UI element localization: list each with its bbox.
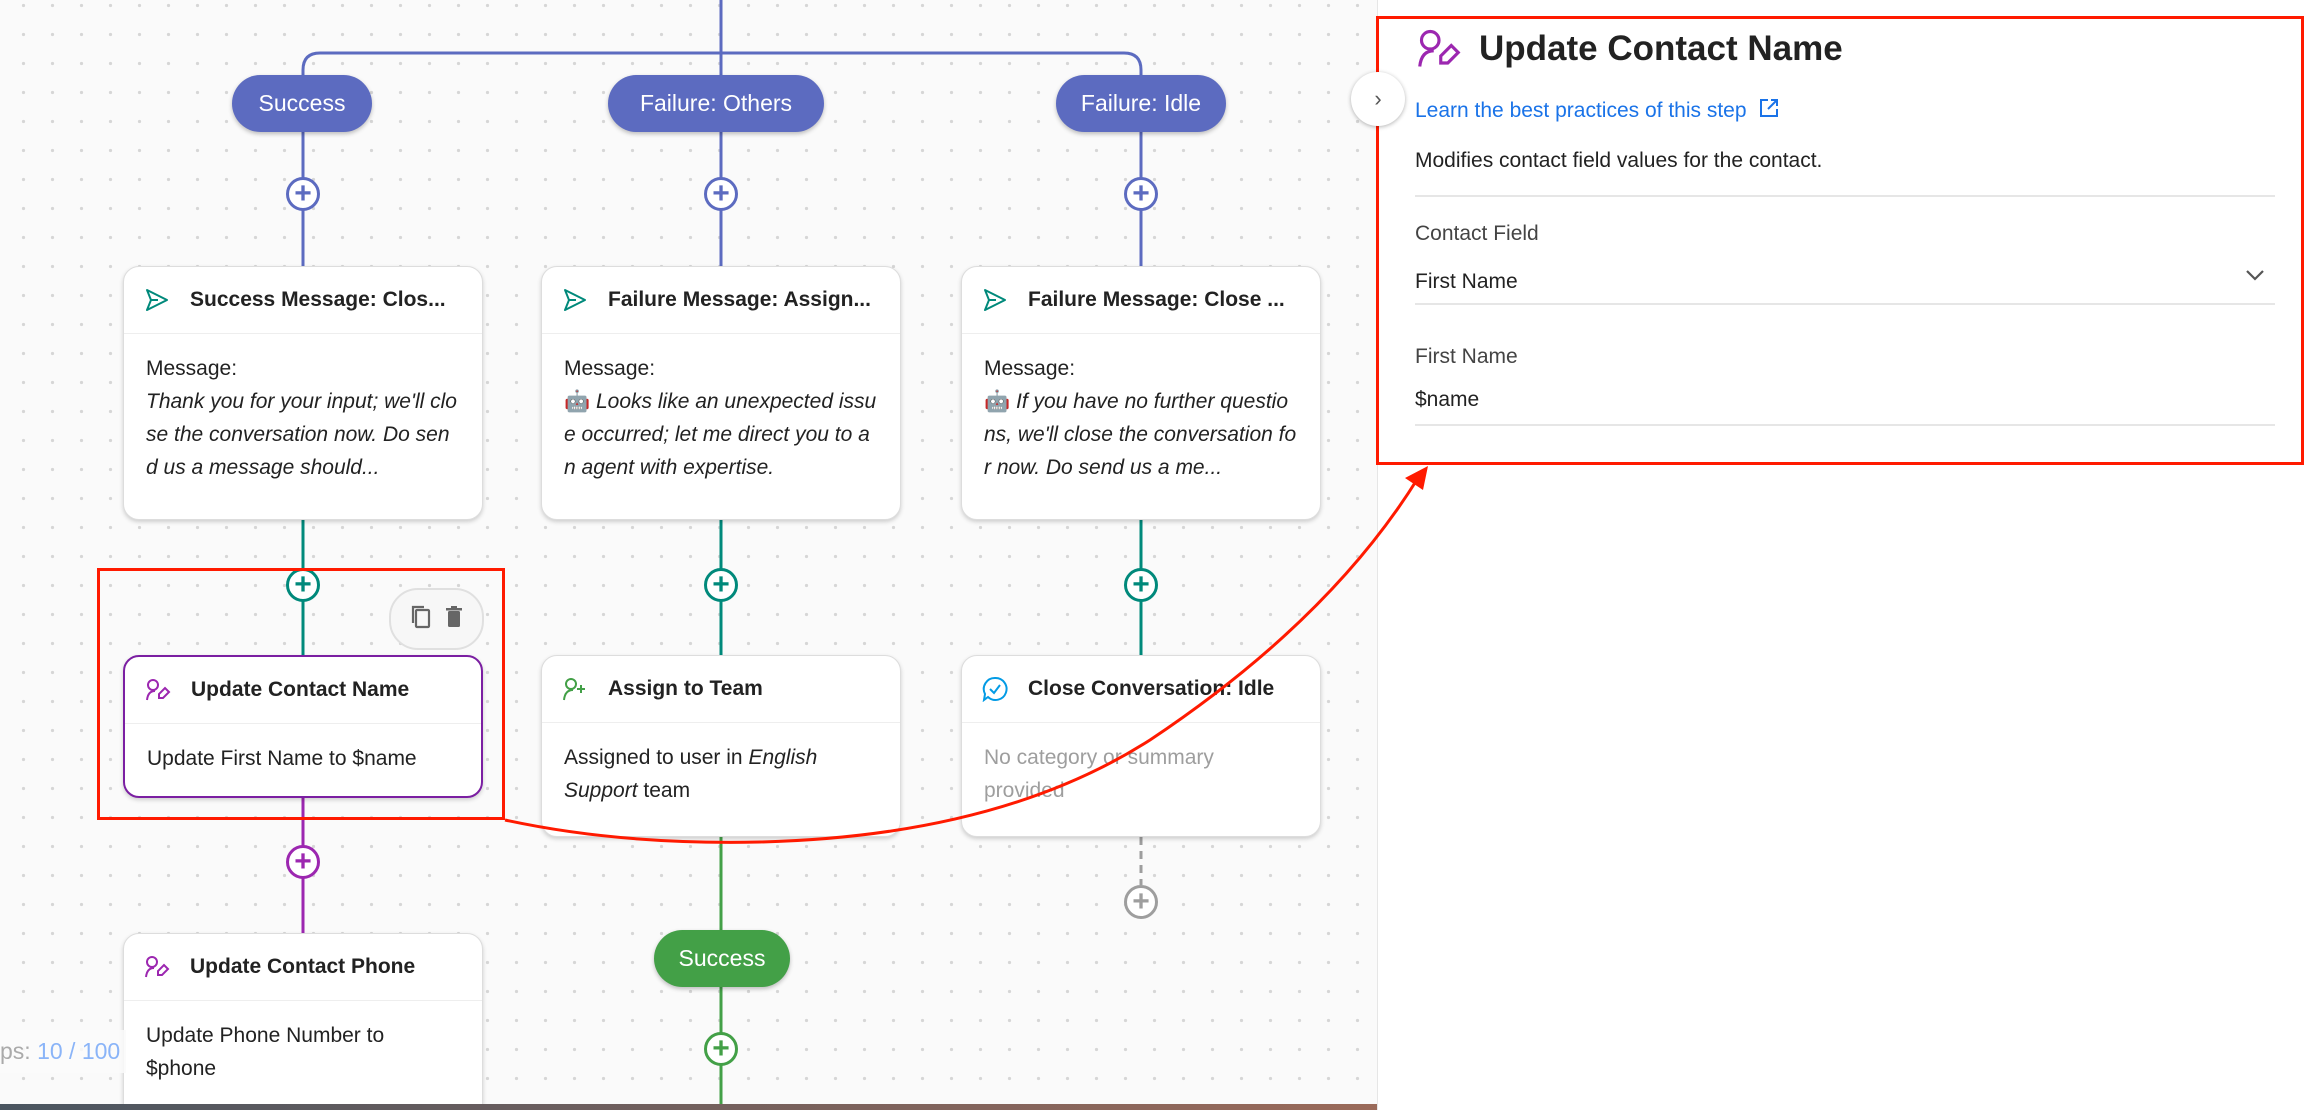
card-title: Failure Message: Close ...: [1028, 288, 1285, 311]
message-label: Message:: [564, 357, 656, 380]
contact-edit-icon: [144, 955, 170, 979]
card-update-contact-phone[interactable]: Update Contact Phone Update Phone Number…: [123, 933, 483, 1110]
chat-check-icon: [982, 676, 1008, 702]
branch-label: Failure: Idle: [1080, 90, 1202, 116]
card-title: Update Contact Name: [191, 678, 410, 701]
card-success-message[interactable]: Success Message: Clos... Message: Thank y…: [123, 266, 483, 520]
add-step-plus-icon[interactable]: +: [704, 1032, 738, 1066]
branch-label: Failure: Others: [639, 90, 793, 116]
add-step-plus-icon[interactable]: +: [1124, 177, 1158, 211]
message-text: If you have no further questions, we'll …: [984, 390, 1297, 479]
body-text: Assigned to user in: [564, 746, 749, 769]
card-title: Failure Message: Assign...: [608, 288, 871, 311]
card-title: Close Conversation: Idle: [1028, 677, 1275, 700]
divider: [1415, 195, 2275, 197]
send-icon: [144, 288, 170, 312]
add-step-plus-icon[interactable]: +: [286, 177, 320, 211]
body-text: team: [637, 779, 691, 802]
message-label: Message:: [984, 357, 1076, 380]
card-update-contact-name[interactable]: Update Contact Name Update First Name to…: [123, 655, 483, 798]
send-icon: [982, 288, 1008, 312]
contact-field-label: Contact Field: [1415, 222, 1539, 245]
select-underline: [1415, 303, 2275, 305]
external-link-icon: [1759, 98, 1779, 124]
copy-icon[interactable]: [410, 604, 432, 635]
add-step-plus-icon[interactable]: +: [1124, 885, 1158, 919]
contact-edit-icon: [145, 678, 171, 702]
best-practices-link[interactable]: Learn the best practices of this step: [1415, 98, 1779, 124]
card-body: No category or summary provided: [984, 746, 1214, 802]
steps-value: 10 / 100: [37, 1038, 121, 1064]
panel-title-text: Update Contact Name: [1479, 29, 1843, 68]
panel-title: Update Contact Name: [1415, 28, 1843, 70]
card-body: Update First Name to $name: [147, 747, 417, 770]
branch-success[interactable]: Success: [232, 75, 372, 132]
card-failure-message-assign[interactable]: Failure Message: Assign... Message: 🤖 Loo…: [541, 266, 901, 520]
step-settings-panel: [1377, 0, 2304, 1110]
card-body: Update Phone Number to $phone: [146, 1024, 385, 1080]
card-body: Assigned to user in English Support team: [542, 723, 900, 825]
chevron-down-icon[interactable]: [2245, 268, 2265, 287]
contact-field-select[interactable]: First Name: [1415, 270, 1518, 293]
add-step-plus-icon[interactable]: +: [286, 568, 320, 602]
card-title: Success Message: Clos...: [190, 288, 446, 311]
branch-failure-idle[interactable]: Failure: Idle: [1056, 75, 1226, 132]
card-actions: [389, 588, 484, 650]
flow-canvas[interactable]: Success Failure: Others Failure: Idle + …: [0, 0, 1377, 1110]
input-underline: [1415, 424, 2275, 426]
link-text: Learn the best practices of this step: [1415, 99, 1747, 122]
delete-icon[interactable]: [444, 605, 464, 634]
panel-description: Modifies contact field values for the co…: [1415, 149, 1823, 172]
steps-counter: ps: 10 / 100: [0, 1030, 127, 1073]
add-step-plus-icon[interactable]: +: [286, 845, 320, 879]
branch-failure-others[interactable]: Failure: Others: [608, 75, 824, 132]
person-add-icon: [562, 677, 588, 701]
message-text: Thank you for your input; we'll close th…: [146, 390, 457, 479]
add-step-plus-icon[interactable]: +: [704, 177, 738, 211]
branch-label: Success: [678, 945, 766, 971]
card-title: Assign to Team: [608, 677, 763, 700]
chevron-right-icon: ›: [1374, 86, 1382, 111]
message-text: Looks like an unexpected issue occurred;…: [564, 390, 877, 479]
contact-edit-icon: [1415, 28, 1463, 70]
collapse-panel-button[interactable]: ›: [1351, 72, 1405, 126]
first-name-label: First Name: [1415, 345, 1518, 368]
steps-label: ps:: [0, 1038, 38, 1064]
card-assign-to-team[interactable]: Assign to Team Assigned to user in Engli…: [541, 655, 901, 837]
card-failure-message-close[interactable]: Failure Message: Close ... Message: 🤖 If …: [961, 266, 1321, 520]
assign-success-branch[interactable]: Success: [654, 930, 790, 987]
first-name-input[interactable]: $name: [1415, 388, 1480, 411]
send-icon: [562, 288, 588, 312]
add-step-plus-icon[interactable]: +: [704, 568, 738, 602]
message-label: Message:: [146, 357, 238, 380]
card-title: Update Contact Phone: [190, 955, 416, 978]
branch-label: Success: [258, 90, 346, 116]
bottom-bar: [0, 1104, 1377, 1110]
add-step-plus-icon[interactable]: +: [1124, 568, 1158, 602]
robot-icon: 🤖: [984, 390, 1011, 413]
robot-icon: 🤖: [564, 390, 591, 413]
card-close-conversation[interactable]: Close Conversation: Idle No category or …: [961, 655, 1321, 837]
